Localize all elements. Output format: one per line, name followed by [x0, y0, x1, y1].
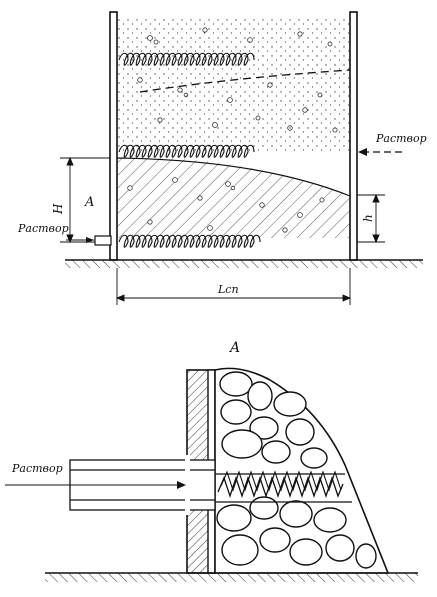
- detail-coil: [217, 475, 344, 499]
- pipe-coil-upper: [118, 52, 255, 66]
- left-inlet-pipe: [94, 235, 112, 246]
- right-form-wall: [349, 11, 358, 261]
- upper-grout-front: [139, 69, 351, 93]
- lower-grout-front: [116, 157, 351, 197]
- upper-aggregate-layer: [117, 18, 350, 151]
- left-inlet-label: Раствор: [17, 222, 69, 235]
- detail-stones: [216, 371, 377, 569]
- pipe-coil-lower: [118, 234, 261, 248]
- detail-callout-label: A: [84, 195, 94, 210]
- height-label-h: h: [361, 214, 375, 222]
- height-dimension-h: [357, 193, 385, 244]
- detail-ground: [45, 573, 418, 582]
- grouted-zone-stones: [127, 177, 325, 233]
- detail-figure: A: [5, 340, 418, 582]
- width-dimension: [115, 268, 352, 305]
- detail-inlet-label: Раствор: [11, 462, 63, 475]
- pipe-coil-middle: [118, 144, 255, 158]
- right-inlet-label: Раствор: [375, 132, 427, 145]
- left-form-wall: [109, 11, 118, 261]
- height-dimension-H: [60, 156, 110, 244]
- grouted-zone: [117, 158, 350, 238]
- detail-title: A: [228, 340, 240, 356]
- upper-aggregate-stones: [137, 27, 338, 133]
- top-figure: Раствор Раствор H A h: [17, 11, 427, 305]
- width-label: Lcn: [217, 283, 239, 296]
- height-label-H: H: [51, 203, 65, 215]
- top-ground: [65, 260, 423, 268]
